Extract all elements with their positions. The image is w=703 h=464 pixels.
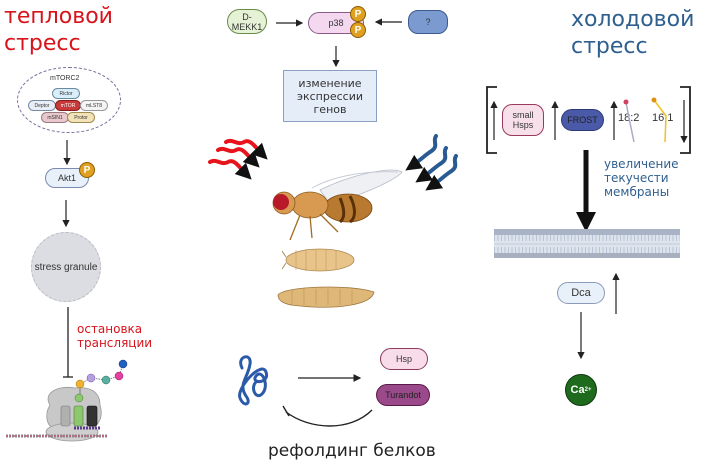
subunit-rictor: Rictor: [52, 88, 80, 99]
lipid-16-1-label: 16:1: [652, 112, 674, 124]
cell-membrane-icon: [494, 229, 680, 258]
gene-expression-line1: изменение: [298, 76, 362, 90]
fluidity-line3: мембраны: [604, 185, 670, 199]
d-mekk1-line1: D-: [242, 11, 252, 22]
small-hsps-line1: small: [512, 110, 534, 120]
mtorc2-label: mTORC2: [50, 75, 80, 82]
fluidity-line2: текучести: [604, 171, 669, 185]
subunit-protor: Protor: [67, 112, 95, 123]
inhibition-chaperones-to-protein: [282, 405, 373, 427]
cold-stress-title: холодовой стресс: [571, 6, 694, 60]
d-mekk1-node: D- MEKK1: [227, 9, 267, 34]
translation-arrest-label: остановка трансляции: [77, 322, 152, 350]
membrane-fluidity-label: увеличение текучести мембраны: [604, 157, 679, 199]
lipid-16-1-icon: [651, 97, 667, 143]
dca-node: Dca: [557, 282, 605, 304]
refolding-label: рефолдинг белков: [268, 441, 436, 461]
gene-expression-line3: генов: [313, 102, 347, 116]
turandot-node: Turandot: [376, 384, 430, 406]
subunit-mlst8: mLST8: [80, 100, 108, 111]
cold-factors-bracket: [486, 86, 691, 154]
d-mekk1-line2: MEKK1: [231, 21, 263, 32]
cold-title-line1: холодовой: [571, 7, 695, 32]
inhibition-granule-to-translation: [63, 307, 73, 378]
heat-waves-icon: [208, 138, 268, 180]
cold-title-line2: стресс: [571, 34, 648, 59]
pupa-icon: [281, 248, 355, 272]
small-hsps-node: small Hsps: [502, 104, 544, 136]
lipid-18-2-icon: [623, 99, 635, 143]
p38-phospho-badge-2: P: [350, 22, 366, 38]
heat-stress-title: тепловой стресс: [4, 3, 113, 57]
unknown-kinase-node: ?: [408, 10, 448, 34]
stress-granule-label: stress granule: [34, 261, 98, 273]
unfolded-protein-icon: [238, 355, 268, 406]
larva-icon: [277, 286, 375, 308]
p38-phospho-badge-1: P: [350, 6, 366, 22]
stress-granule: stress granule: [31, 232, 101, 302]
ribosome-icon: [6, 386, 108, 442]
nascent-peptide-icon: [74, 359, 128, 403]
translation-arrest-line1: остановка: [77, 322, 143, 336]
gene-expression-line2: экспрессии: [296, 89, 364, 103]
frost-node: FROST: [561, 109, 604, 131]
fluidity-line1: увеличение: [604, 157, 679, 171]
small-hsps-line2: Hsps: [512, 120, 534, 130]
mtorc2-complex: [17, 67, 121, 133]
calcium-symbol: Ca: [570, 384, 585, 396]
heat-title-line2: стресс: [4, 31, 81, 56]
calcium-charge: 2+: [584, 387, 592, 393]
heat-title-line1: тепловой: [4, 4, 113, 29]
gene-expression-box: изменение экспрессии генов: [283, 70, 377, 122]
cold-waves-icon: [405, 134, 458, 191]
hsp-node: Hsp: [380, 348, 428, 370]
akt1-phospho-badge: P: [79, 162, 95, 178]
akt1-node: Akt1: [45, 168, 89, 188]
translation-arrest-line2: трансляции: [77, 336, 153, 350]
drosophila-fly-icon: [272, 169, 403, 241]
